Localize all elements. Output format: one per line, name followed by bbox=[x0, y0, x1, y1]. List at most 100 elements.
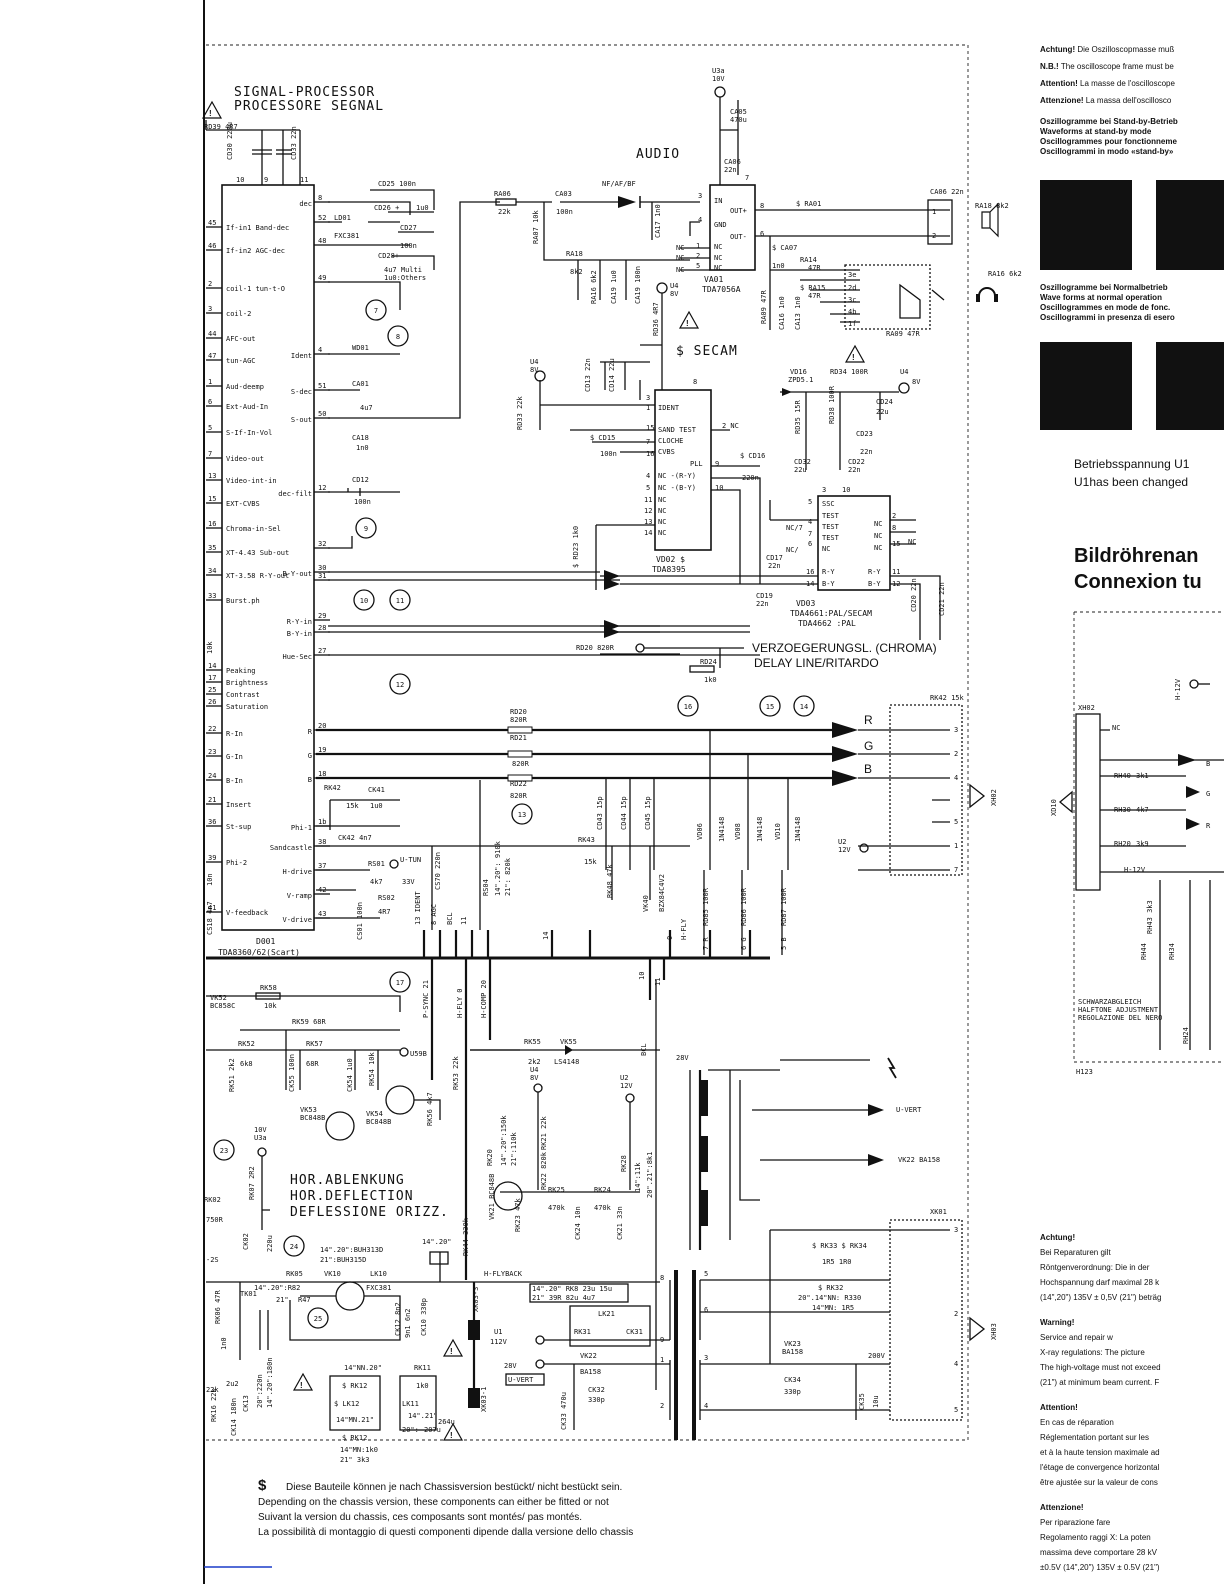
svg-text:U3a: U3a bbox=[712, 67, 725, 75]
svg-text:VK23: VK23 bbox=[784, 1340, 801, 1348]
pin-name: Brightness bbox=[226, 679, 268, 687]
svg-text:RD21: RD21 bbox=[510, 734, 527, 742]
svg-text:U59B: U59B bbox=[410, 1050, 427, 1058]
svg-text:33V: 33V bbox=[402, 878, 415, 886]
d001-pin-51: 51S-dec bbox=[291, 382, 330, 396]
svg-text:BA158: BA158 bbox=[580, 1368, 601, 1376]
svg-text:TEST: TEST bbox=[822, 512, 840, 520]
svg-text:11: 11 bbox=[644, 496, 652, 504]
svg-text:CD20 22n: CD20 22n bbox=[910, 578, 918, 612]
svg-text:3e: 3e bbox=[848, 271, 856, 279]
svg-text:RK58: RK58 bbox=[260, 984, 277, 992]
svg-text:$ CA07: $ CA07 bbox=[772, 244, 797, 252]
svg-text:NC -(R-Y): NC -(R-Y) bbox=[658, 472, 696, 480]
svg-text:G: G bbox=[1206, 790, 1210, 798]
svg-text:12: 12 bbox=[396, 681, 404, 689]
pin-name: Chroma-in-Sel bbox=[226, 525, 281, 533]
safety-note-line: (14",20") 135V ± 0,5V (21") beträg bbox=[1040, 1293, 1161, 1302]
svg-text:VA01: VA01 bbox=[704, 275, 723, 284]
safety-note-line: Warning! bbox=[1040, 1318, 1074, 1327]
svg-text:2: 2 bbox=[892, 512, 896, 520]
svg-text:SIGNAL-PROCESSOR: SIGNAL-PROCESSOR bbox=[234, 85, 375, 100]
svg-text:8V: 8V bbox=[670, 290, 679, 298]
pin-number: 51 bbox=[318, 382, 326, 390]
svg-text:RK25: RK25 bbox=[548, 1186, 565, 1194]
svg-text:1n0: 1n0 bbox=[772, 262, 785, 270]
svg-text:47R: 47R bbox=[808, 292, 821, 300]
svg-text:8V: 8V bbox=[530, 1074, 539, 1082]
pin-name: Burst.ph bbox=[226, 597, 260, 605]
svg-text:8: 8 bbox=[760, 202, 764, 210]
svg-text:XK03-1: XK03-1 bbox=[480, 1387, 488, 1412]
pin-number: 12 bbox=[318, 484, 326, 492]
pin-name: Sandcastle bbox=[270, 844, 312, 852]
svg-text:1u0:Others: 1u0:Others bbox=[384, 274, 426, 282]
svg-text:3: 3 bbox=[646, 394, 650, 402]
pin-name: EXT-CVBS bbox=[226, 500, 260, 508]
chassis-footnote: $ Diese Bauteile können je nach Chassisv… bbox=[258, 1478, 898, 1540]
svg-text:RK02: RK02 bbox=[204, 1196, 221, 1204]
svg-text:3: 3 bbox=[954, 1226, 958, 1234]
svg-text:CA03: CA03 bbox=[555, 190, 572, 198]
svg-text:VK10: VK10 bbox=[324, 1270, 341, 1278]
svg-text:25: 25 bbox=[314, 1315, 322, 1323]
d001-pin-48: 48 bbox=[314, 237, 330, 246]
pin-name: coil-2 bbox=[226, 310, 251, 318]
svg-text:LS4148: LS4148 bbox=[554, 1058, 579, 1066]
svg-text:2u2: 2u2 bbox=[226, 1380, 239, 1388]
svg-text:1u0: 1u0 bbox=[370, 802, 383, 810]
pin-name: B bbox=[308, 776, 312, 784]
svg-text:21" 3k3: 21" 3k3 bbox=[340, 1456, 370, 1464]
marker-13: 13 bbox=[511, 803, 533, 825]
svg-text:3c: 3c bbox=[848, 296, 856, 304]
svg-text:CD33 22n: CD33 22n bbox=[290, 126, 298, 160]
svg-text:RD86 100R: RD86 100R bbox=[740, 887, 748, 926]
pin-number: 41 bbox=[208, 904, 216, 912]
svg-text:U-VERT: U-VERT bbox=[508, 1376, 534, 1384]
svg-text:U4: U4 bbox=[530, 1066, 538, 1074]
normal-caption: Wave forms at normal operation bbox=[1040, 293, 1162, 302]
svg-text:Betriebsspannung U1: Betriebsspannung U1 bbox=[1074, 457, 1190, 471]
svg-text:1: 1 bbox=[932, 208, 936, 216]
marker-15: 15 bbox=[759, 695, 781, 717]
svg-text:TDA8395: TDA8395 bbox=[652, 565, 686, 574]
svg-text:NC: NC bbox=[714, 264, 722, 272]
svg-text:4: 4 bbox=[704, 1402, 708, 1410]
svg-text:3: 3 bbox=[698, 192, 702, 200]
pin-number: 44 bbox=[208, 330, 216, 338]
svg-text:220n: 220n bbox=[742, 474, 759, 482]
svg-text:RK53 22k: RK53 22k bbox=[452, 1055, 460, 1090]
svg-text:CD19: CD19 bbox=[756, 592, 773, 600]
d001-pin-30: 30B-Y-out bbox=[282, 564, 330, 578]
pin-number: 49 bbox=[318, 274, 326, 282]
pin-number: 1b bbox=[318, 818, 326, 826]
svg-text:CK14 180n: CK14 180n bbox=[230, 1398, 238, 1436]
svg-text:CK33 470u: CK33 470u bbox=[560, 1392, 568, 1430]
svg-text:4k7: 4k7 bbox=[370, 878, 383, 886]
d001-pin-50: 50S-out bbox=[291, 410, 330, 424]
svg-text:RD20: RD20 bbox=[510, 708, 527, 716]
svg-text:U2: U2 bbox=[838, 838, 846, 846]
pin-number: 6 bbox=[208, 398, 212, 406]
svg-text:NC: NC bbox=[874, 532, 882, 540]
svg-text:RH43 3k3: RH43 3k3 bbox=[1146, 900, 1154, 934]
svg-text:TDA4662 :PAL: TDA4662 :PAL bbox=[798, 619, 856, 628]
svg-text:$ RK12: $ RK12 bbox=[342, 1434, 367, 1442]
pin-number: 18 bbox=[318, 770, 326, 778]
svg-text:H-FLYBACK: H-FLYBACK bbox=[484, 1270, 523, 1278]
svg-text:TDA7056A: TDA7056A bbox=[702, 285, 741, 294]
pin-number: 3 bbox=[208, 305, 212, 313]
safety-note-line: Service and repair w bbox=[1040, 1333, 1113, 1342]
svg-text:20".14"NN: R330: 20".14"NN: R330 bbox=[798, 1294, 861, 1302]
svg-text:$ SECAM: $ SECAM bbox=[676, 344, 738, 359]
pin-number: 30 bbox=[318, 564, 326, 572]
svg-text:CS70 220n: CS70 220n bbox=[434, 852, 442, 890]
svg-text:RK11: RK11 bbox=[414, 1364, 431, 1372]
svg-text:VK54: VK54 bbox=[366, 1110, 383, 1118]
